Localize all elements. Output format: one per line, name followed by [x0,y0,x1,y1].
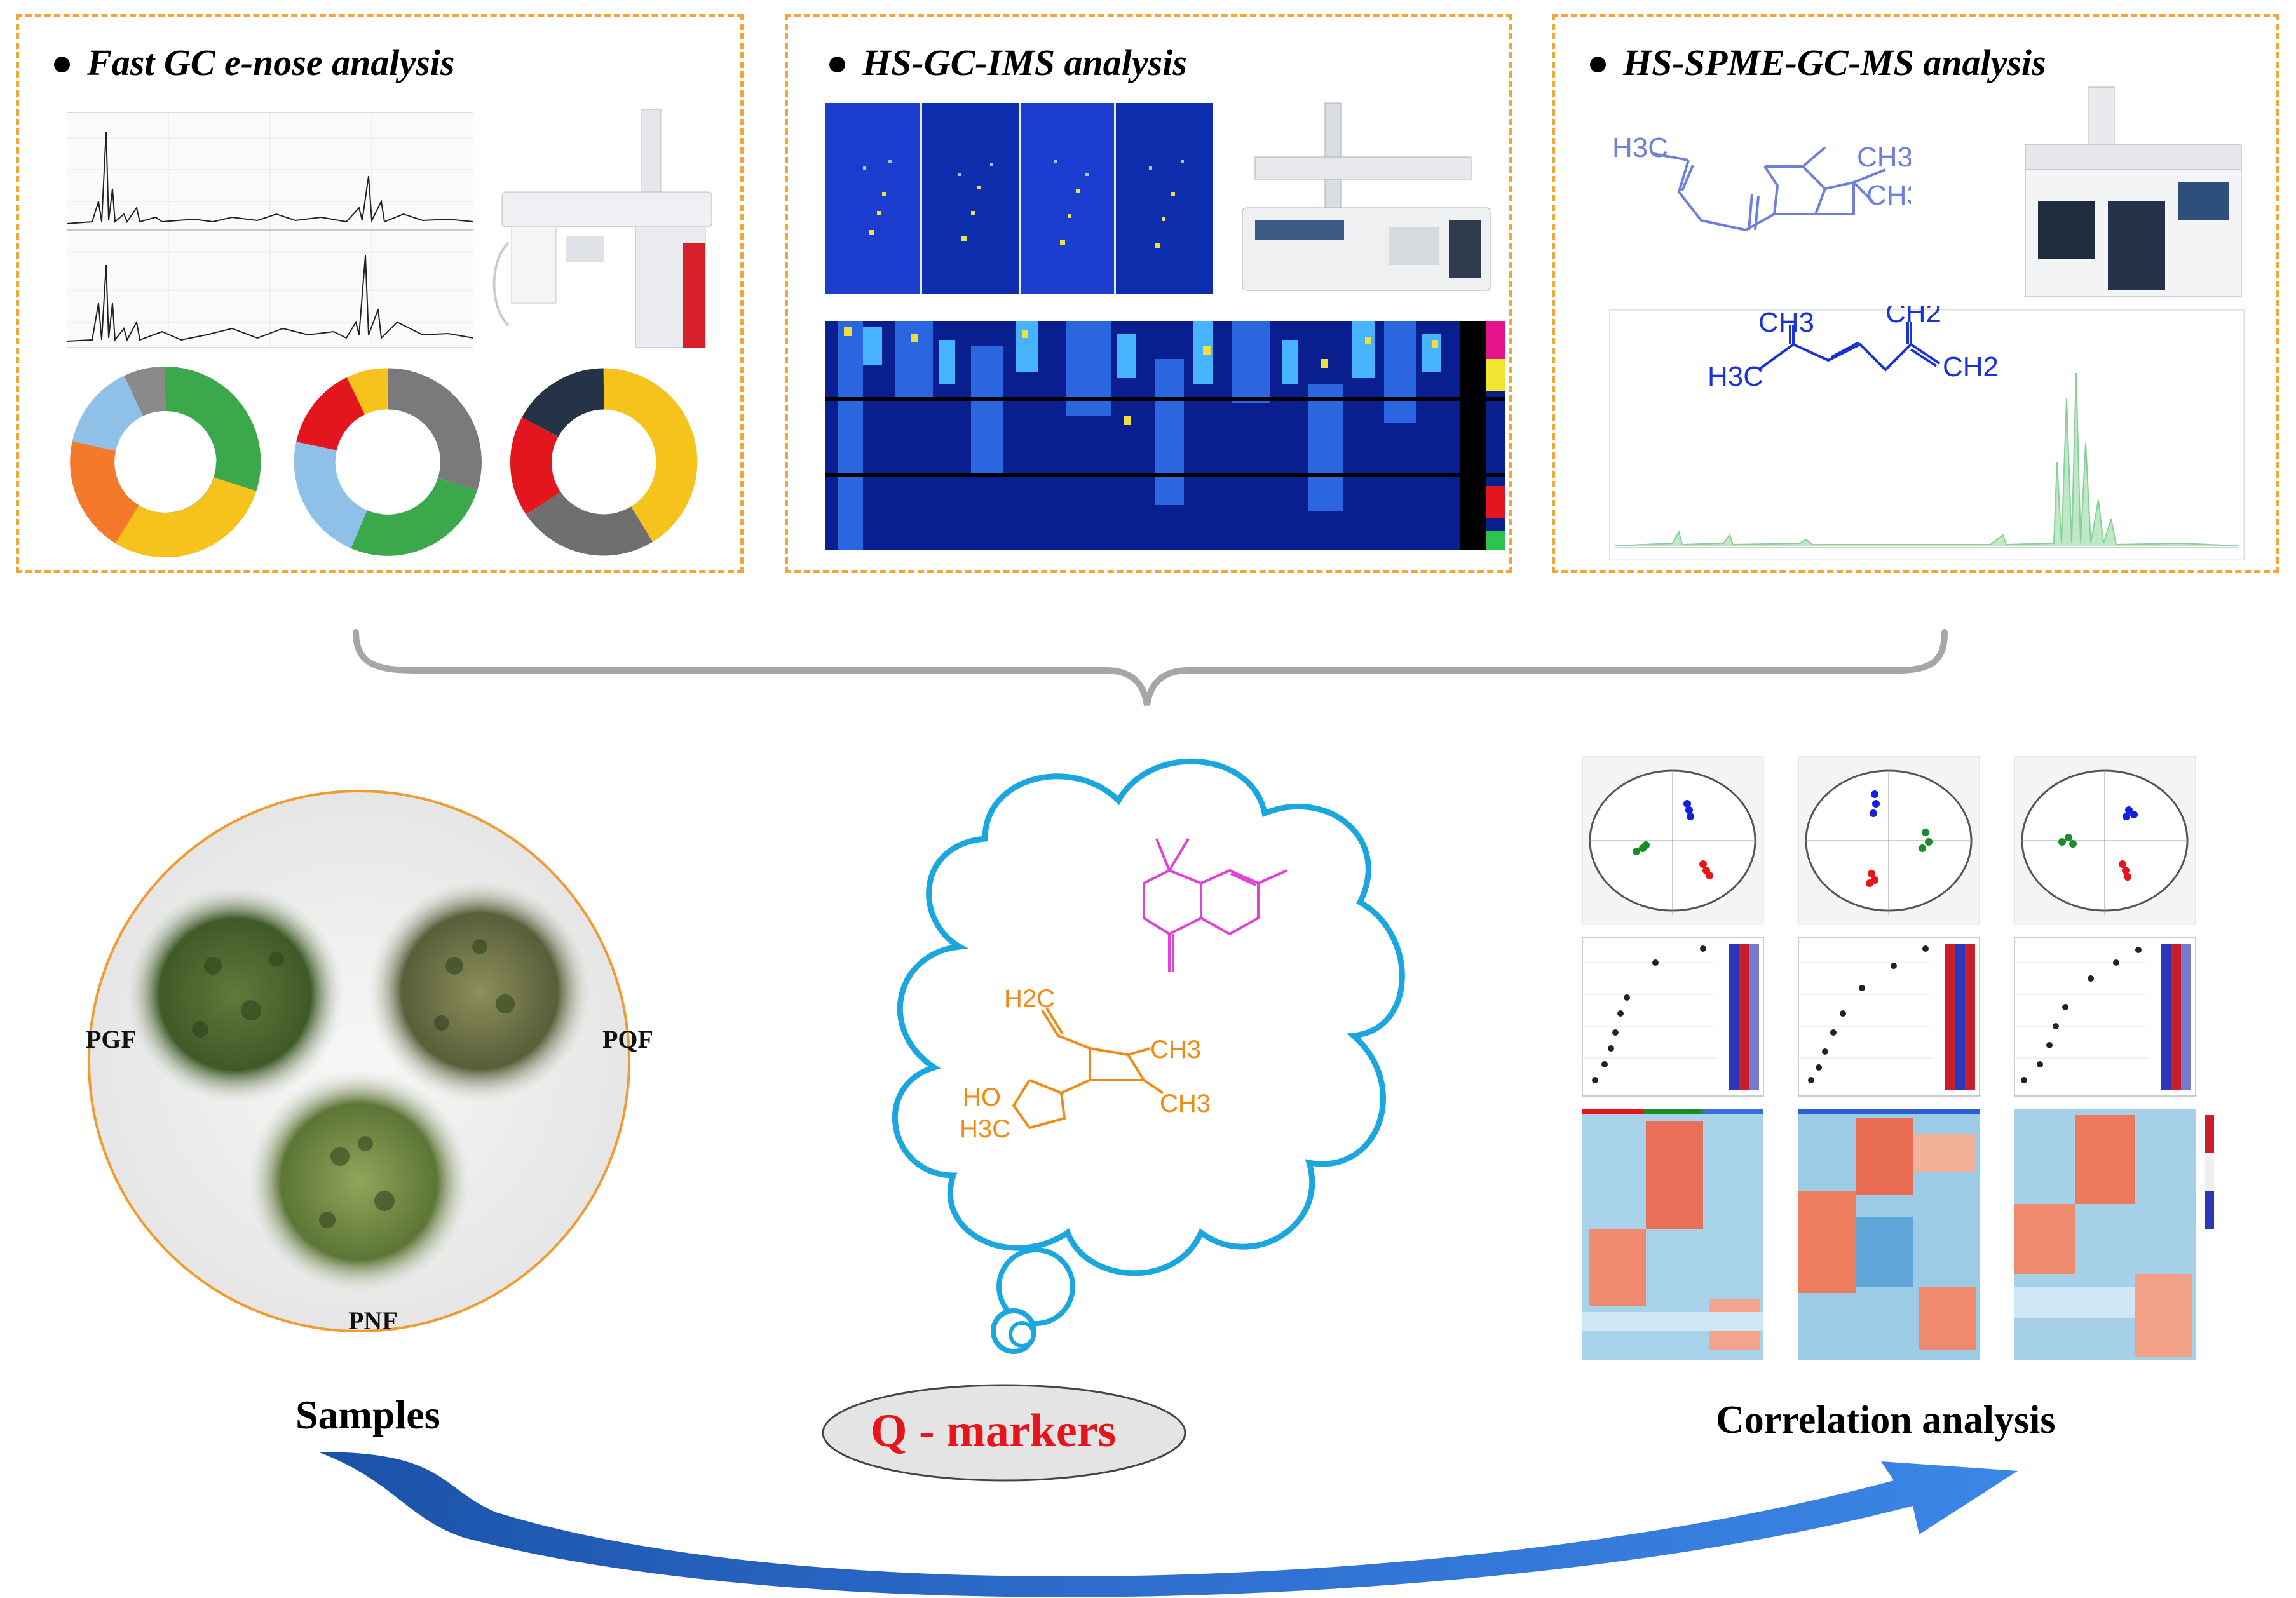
molecule-orange: H2C CH3 CH3 HO H3C [960,985,1211,1143]
sample-pqf-image [369,880,591,1102]
chem-label-h3c-2: H3C [1708,361,1763,392]
gcms-instrument-image [2025,86,2242,297]
chem-label-ch2-2: CH2 [1943,351,1999,383]
brace-connector [353,629,1948,706]
chem-label-ho: HO [963,1083,1001,1111]
gcms-chromatogram [1609,309,2245,560]
gc-instrument-image [492,109,712,348]
qmarkers-ellipse [822,1384,1186,1482]
chem-label-ch3-1: CH3 [1857,142,1911,173]
pca-plot-2 [1798,756,1980,925]
chem-label-h3c-3: H3C [960,1115,1010,1143]
heatmap-3 [2014,1109,2214,1360]
correlation-label: Correlation analysis [1716,1398,2056,1442]
qmarkers-label: Q - markers [871,1405,1117,1457]
panel-hs-gc-ims: ●HS-GC-IMS analysis [785,14,1512,573]
molecule-magenta [1143,837,1287,972]
pca-plot-1 [1582,756,1764,925]
panel-hs-spme-gc-ms: ●HS-SPME-GC-MS analysis H3C CH3 CH3 [1552,14,2279,573]
chem-label-h3c-1: H3C [1612,132,1668,163]
samples-circle [88,790,630,1332]
vip-plot-3 [2014,937,2196,1097]
chem-label-ch3-4: CH3 [1150,1036,1201,1064]
sample-pnf-image [248,1071,470,1293]
chem-label-ch3-5: CH3 [1160,1090,1211,1118]
sunburst-charts [70,367,698,557]
vip-plot-1 [1582,937,1764,1097]
heatmap-2 [1798,1109,1980,1360]
sample-pgf-image [127,886,343,1102]
molecule-myrcene: CH3 H3C CH2 CH2 [1708,306,1999,392]
panel-title-hs-spme-gc-ms: ●HS-SPME-GC-MS analysis [1587,42,2046,83]
heatmap-1 [1582,1109,1763,1360]
chem-label-ch3-3: CH3 [1758,307,1814,338]
ims-instrument-image [1242,102,1491,291]
sample-label-pnf: PNF [348,1306,398,1335]
gc-chromatogram [67,112,473,348]
samples-label: Samples [295,1392,440,1437]
chem-label-ch2-1: CH2 [1885,306,1941,328]
panel-fast-gc: ●Fast GC e-nose analysis [16,14,744,573]
molecule-caryophyllene: H3C CH3 CH3 [1612,132,1911,232]
panel-title-fast-gc: ●Fast GC e-nose analysis [51,42,455,83]
correlation-charts [1582,756,2214,1360]
chem-label-h2c: H2C [1004,985,1055,1013]
sample-label-pqf: PQF [602,1025,653,1053]
sample-label-pgf: PGF [86,1025,137,1053]
vip-plot-2 [1798,937,1980,1097]
pca-plot-3 [2014,756,2196,925]
ims-heatmap-image [825,321,1505,550]
thought-cloud [892,758,1405,1354]
chem-label-ch3-2: CH3 [1866,180,1911,211]
panel-title-hs-gc-ims: ●HS-GC-IMS analysis [826,42,1187,83]
ims-spectra-image [825,103,1213,294]
curved-arrow [318,1452,2018,1597]
